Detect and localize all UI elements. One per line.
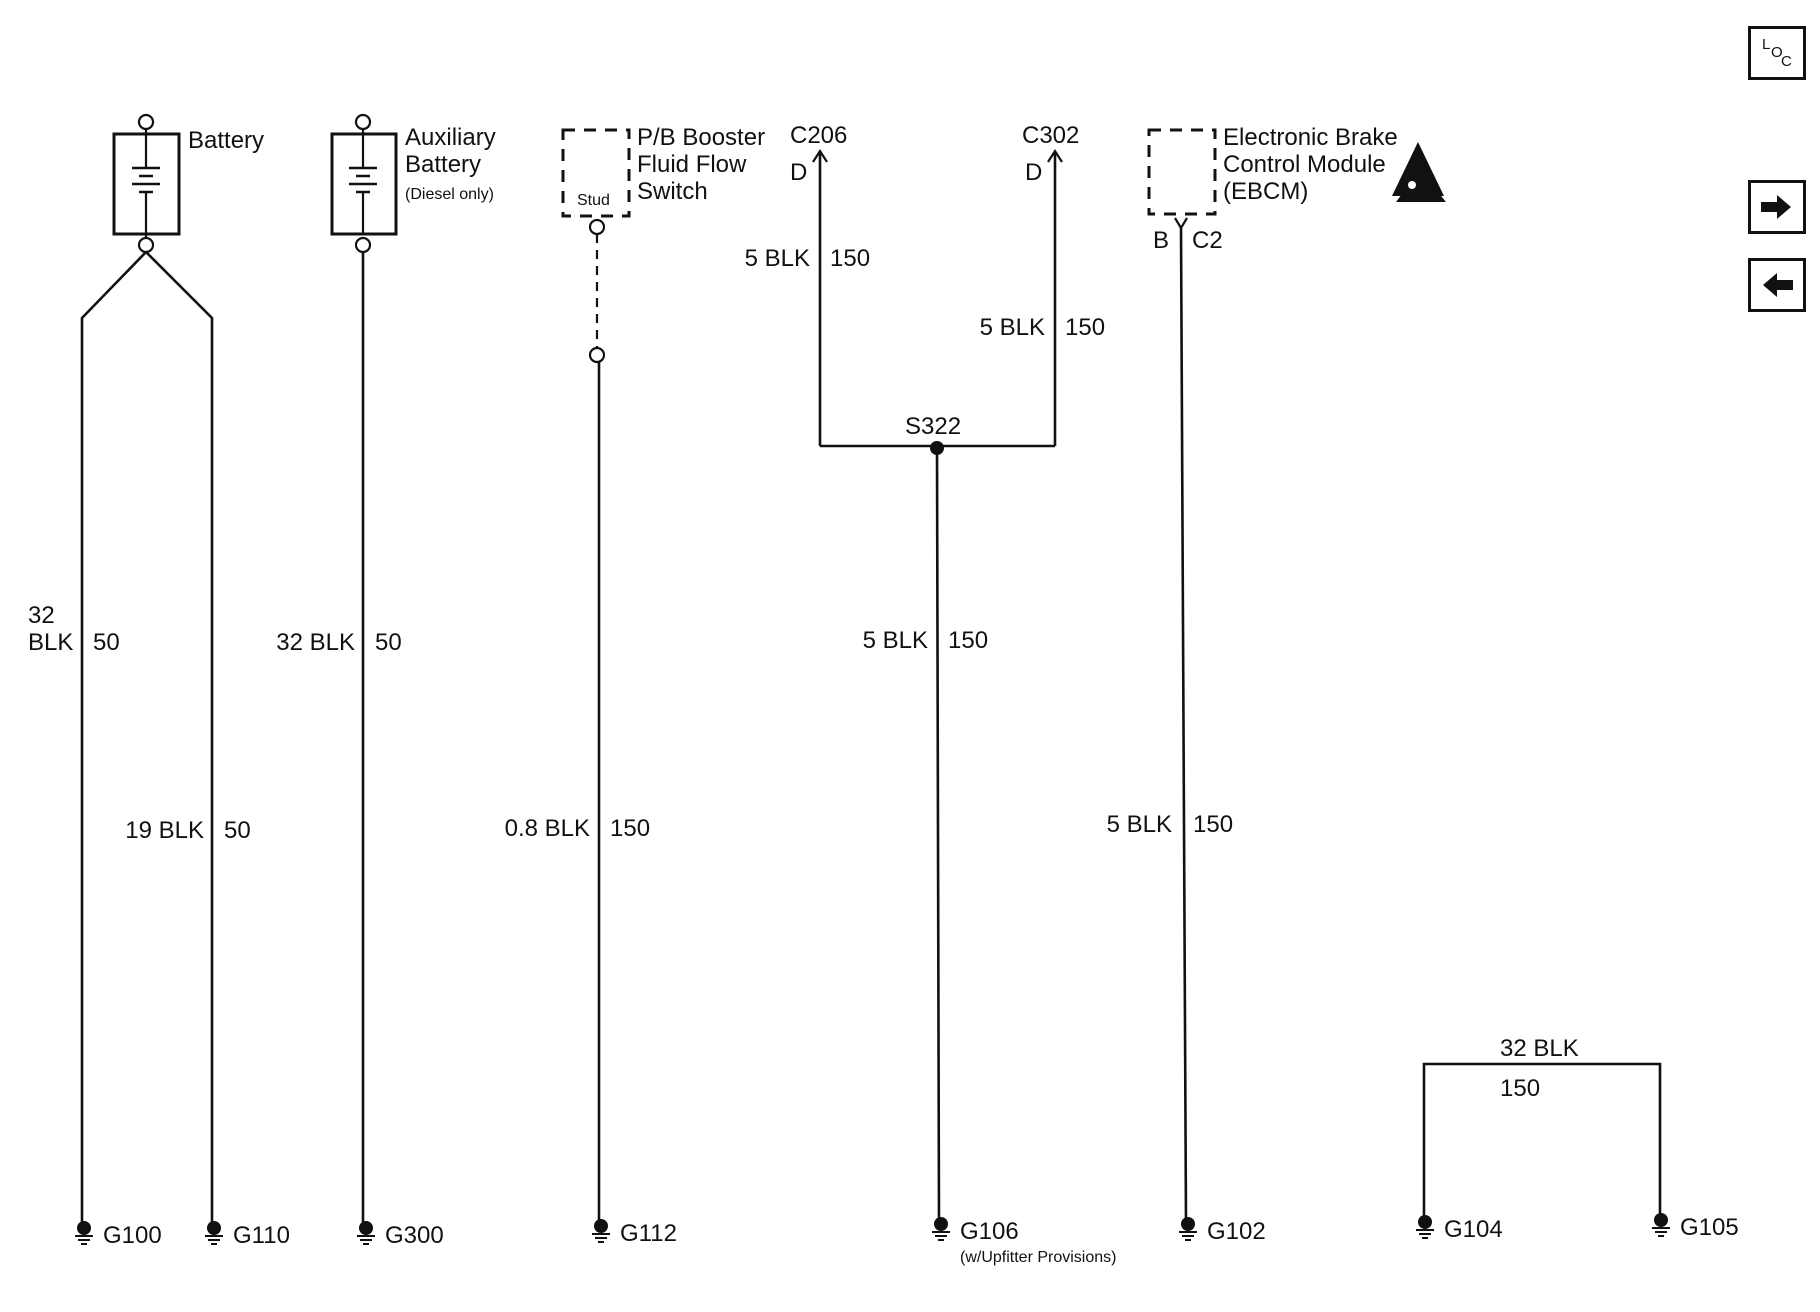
connector-c206-label: C206 (790, 122, 847, 149)
wire-label: 32 BLK (276, 629, 355, 656)
wire-circuit-label: 150 (1193, 811, 1233, 838)
ground-g300-label: G300 (385, 1222, 444, 1249)
ground-icon (73, 1219, 95, 1246)
ground-icon (590, 1217, 612, 1244)
wire-circuit-label: 50 (375, 629, 402, 656)
ebcm-pin-label: B (1153, 227, 1169, 254)
ground-g104-label: G104 (1444, 1216, 1503, 1243)
ebcm-box (1147, 128, 1217, 216)
arrow-right-icon (1761, 195, 1791, 219)
wire-label: 5 BLK (745, 245, 810, 272)
auxiliary-battery-label-1: Auxiliary (405, 124, 496, 151)
ground-icon (930, 1215, 952, 1242)
auxiliary-battery-note: (Diesel only) (405, 186, 494, 203)
wire-s322-g106 (935, 447, 941, 1225)
ground-g106-label: G106 (960, 1218, 1019, 1245)
wire-circuit-label: 150 (1065, 314, 1105, 341)
stud-label: Stud (577, 192, 610, 209)
arrow-left-icon (1763, 273, 1793, 297)
stud-terminal (588, 346, 606, 364)
stud-terminal (588, 218, 606, 236)
splice-s322-label: S322 (905, 413, 961, 440)
wire-color-label: BLK (28, 629, 73, 656)
location-button[interactable]: L O C (1748, 26, 1806, 80)
ground-icon (1650, 1211, 1672, 1238)
ebcm-label-1: Electronic Brake (1223, 124, 1398, 151)
ground-icon (1414, 1213, 1436, 1240)
ground-g102-label: G102 (1207, 1218, 1266, 1245)
connector-terminal-icon (1174, 217, 1188, 231)
auxiliary-battery-label-2: Battery (405, 151, 481, 178)
ground-g106-note: (w/Upfitter Provisions) (960, 1249, 1116, 1266)
connector-c302-pin: D (1025, 159, 1042, 186)
wire-label: 5 BLK (980, 314, 1045, 341)
connector-c302-label: C302 (1022, 122, 1079, 149)
previous-page-button[interactable] (1748, 258, 1806, 312)
wire-label: 0.8 BLK (505, 815, 590, 842)
auxiliary-battery-symbol (330, 113, 398, 254)
wire-circuit-label: 150 (1500, 1075, 1540, 1102)
wire-circuit-label: 50 (93, 629, 120, 656)
wire-label: 5 BLK (863, 627, 928, 654)
wire-ebcm-g102 (1179, 227, 1188, 1225)
location-icon-l: L (1762, 36, 1770, 53)
wire-label: 32 BLK (1500, 1035, 1579, 1062)
location-icon-o: O (1771, 44, 1783, 61)
ebcm-connector-label: C2 (1192, 227, 1223, 254)
connector-arrow-icon (812, 148, 828, 163)
battery-label: Battery (188, 127, 264, 154)
wire-label: 19 BLK (125, 817, 204, 844)
connector-c206-pin: D (790, 159, 807, 186)
wire-circuit-label: 50 (224, 817, 251, 844)
pb-switch-label-1: P/B Booster (637, 124, 765, 151)
ground-g112-label: G112 (620, 1220, 677, 1247)
wire-g104-g105 (1422, 1062, 1662, 1222)
location-icon: L O C (1762, 36, 1792, 70)
wire-size-label: 32 (28, 602, 55, 629)
battery-symbol (112, 113, 181, 254)
wire-circuit-label: 150 (610, 815, 650, 842)
ebcm-label-2: Control Module (1223, 151, 1386, 178)
wire-battery-g110 (145, 251, 214, 1228)
pb-switch-box (561, 128, 631, 218)
next-page-button[interactable] (1748, 180, 1806, 234)
ebcm-label-3: (EBCM) (1223, 178, 1308, 205)
ground-g100-label: G100 (103, 1222, 162, 1249)
wire-circuit-label: 150 (948, 627, 988, 654)
ground-g110-label: G110 (233, 1222, 290, 1249)
esd-warning-icon (1392, 142, 1446, 202)
connector-arrow-icon (1047, 148, 1063, 163)
ground-icon (1177, 1215, 1199, 1242)
wire-circuit-label: 150 (830, 245, 870, 272)
wire-label: 5 BLK (1107, 811, 1172, 838)
ground-icon (203, 1219, 225, 1246)
ground-g105-label: G105 (1680, 1214, 1739, 1241)
location-icon-c: C (1781, 53, 1792, 70)
pb-switch-label-3: Switch (637, 178, 708, 205)
pb-switch-label-2: Fluid Flow (637, 151, 747, 178)
wire-battery-g100 (80, 251, 147, 1228)
ground-icon (355, 1219, 377, 1246)
